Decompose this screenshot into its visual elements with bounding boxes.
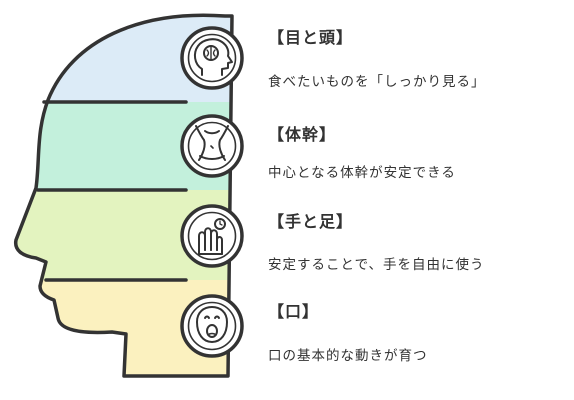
- section-heading-eyes: 【目と頭】: [268, 28, 354, 47]
- mouth-face-icon: [180, 294, 244, 358]
- section-desc-mouth: 口の基本的な動きが育つ: [268, 348, 428, 364]
- section-heading-mouth: 【口】: [268, 302, 320, 321]
- hand-icon: [180, 204, 244, 268]
- brain-head-icon: [180, 26, 244, 90]
- section-heading-trunk: 【体幹】: [268, 125, 337, 144]
- section-desc-eyes: 食べたいものを「しっかり見る」: [268, 74, 486, 90]
- section-heading-hands: 【手と足】: [268, 212, 354, 231]
- torso-icon: [180, 114, 244, 178]
- section-desc-trunk: 中心となる体幹が安定できる: [268, 165, 456, 181]
- head-outline: [13, 13, 234, 378]
- section-desc-hands: 安定することで、手を自由に使う: [268, 257, 485, 273]
